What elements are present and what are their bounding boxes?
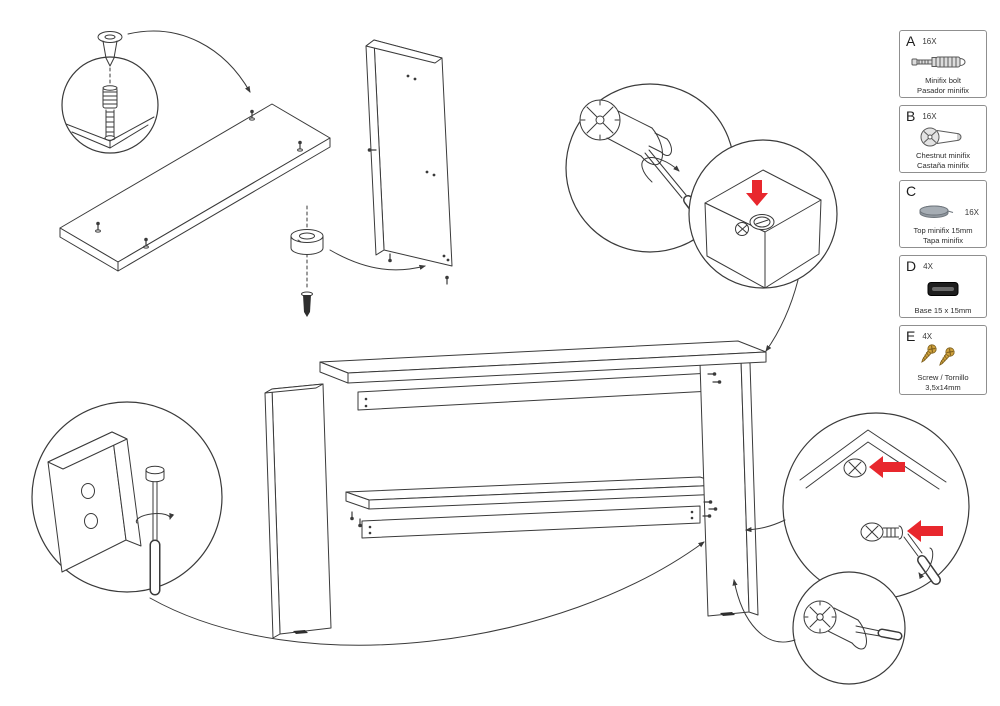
cam-lock-glyph [145, 465, 165, 483]
part-name-secondary: 3,5x14mm [925, 382, 961, 392]
part-item-c: C 16X Top minifix 15mm Tapa minifix [899, 180, 987, 248]
part-name-secondary: Pasador minifix [917, 85, 969, 95]
arrow-screwdriver-to-board [127, 30, 251, 93]
rotate-arrow [918, 547, 934, 580]
screw-glyph [301, 291, 313, 317]
arrow-small-detail-to-leg [732, 579, 796, 643]
rotate-arrow [135, 512, 175, 524]
assembled-console [264, 340, 767, 639]
minifix-cap-icon [903, 198, 983, 226]
insert-arrow [746, 180, 768, 206]
part-letter: E [906, 328, 916, 344]
part-item-a: A 16X Minifix bolt [899, 30, 987, 98]
part-quantity: 16X [922, 112, 937, 121]
part-name-primary: Top minifix 15mm [913, 226, 973, 236]
minifix-bolt-icon [903, 48, 983, 76]
rotate-arrow [641, 157, 680, 183]
cam-lock-glyph [843, 458, 867, 478]
part-item-d: D 4X Base 15 x 15mm [899, 255, 987, 318]
part-name-primary: Chestnut minifix [915, 151, 971, 161]
part-quantity: 4X [923, 262, 933, 271]
part-name-secondary: Tapa minifix [922, 235, 964, 245]
part-letter: C [906, 183, 917, 199]
cam-lock-exploded [290, 205, 324, 317]
base-pad-icon [903, 273, 983, 306]
part-item-e: E 4X [899, 325, 987, 395]
detail-cam-screwdriver [792, 571, 906, 685]
detail-cam-board [688, 139, 838, 289]
part-letter: A [906, 33, 916, 49]
part-name-primary: Base 15 x 15mm [914, 305, 972, 315]
detail-panel-bolt [31, 401, 223, 596]
screws-icon [903, 343, 983, 373]
part-letter: B [906, 108, 916, 124]
part-quantity: 4X [922, 332, 933, 341]
minifix-bolt-glyph [102, 85, 118, 137]
parts-list: A 16X Minifix bolt [899, 30, 987, 395]
arrow-cam-to-panel [329, 249, 426, 271]
cam-face-glyph [803, 600, 837, 634]
arrow-detail-to-right-leg [745, 519, 786, 533]
cam-lock-glyph [290, 229, 324, 255]
screwdriver-icon [903, 533, 941, 585]
part-letter: D [906, 258, 917, 274]
insert-arrow [907, 520, 943, 542]
screwdriver-icon [855, 625, 903, 641]
part-quantity: 16X [922, 37, 937, 46]
screwdriver-icon [97, 31, 123, 85]
cam-bolt-glyph [860, 522, 903, 542]
detail-bolt-insertion [61, 31, 159, 154]
part-name-primary: Screw / Tornillo [917, 373, 969, 383]
side-panel-exploded [365, 39, 453, 285]
part-name-secondary: Castaña minifix [917, 160, 969, 170]
part-item-b: B 16X Chestnut minifix Castaña minifix [899, 105, 987, 173]
arrow-detail-to-lower-shelf [149, 541, 705, 646]
callout-arrows [127, 30, 799, 646]
part-name-primary: Minifix bolt [925, 76, 961, 86]
arrow-detail-to-top-corner [765, 279, 799, 352]
cam-face-glyph [579, 99, 621, 141]
cam-lock-icon [903, 123, 983, 151]
shelf-board-exploded [59, 103, 331, 272]
detail-cam-insert-right [782, 412, 970, 600]
part-quantity: 16X [964, 208, 979, 217]
insert-arrow [869, 456, 905, 478]
